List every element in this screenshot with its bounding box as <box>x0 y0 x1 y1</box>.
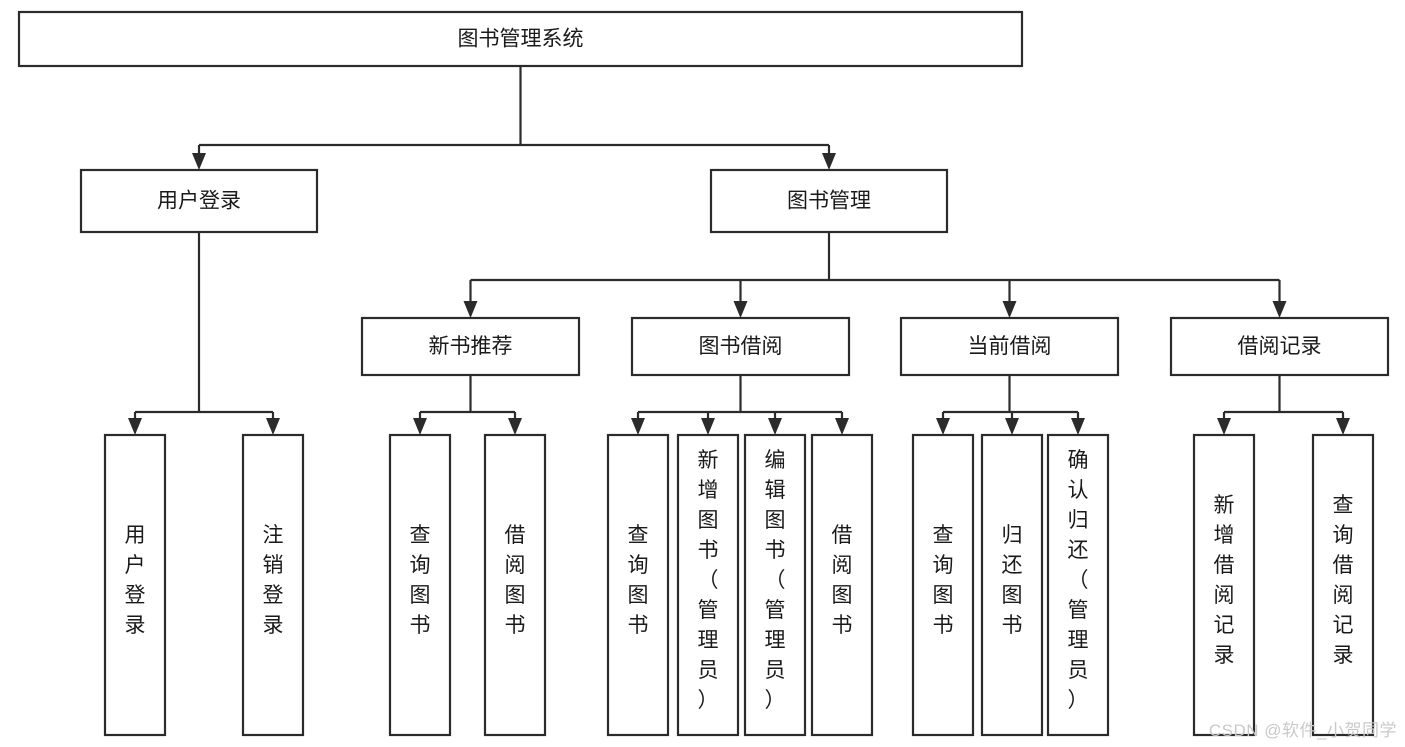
node-leaf-1[interactable] <box>241 433 305 737</box>
arrow-head-icon <box>413 418 427 435</box>
node-leaf-0[interactable] <box>103 433 167 737</box>
node-leaf-2[interactable] <box>388 433 452 737</box>
node-layer: 图书管理系统用户登录图书管理新书推荐图书借阅当前借阅借阅记录用户登录注销登录查询… <box>17 10 1390 737</box>
arrow-head-icon <box>835 418 849 435</box>
arrow-head-icon <box>128 418 142 435</box>
node-level2-label-0: 用户登录 <box>157 190 241 213</box>
node-level3-2[interactable] <box>899 316 1120 377</box>
node-leaf-7[interactable] <box>810 433 874 737</box>
node-level3-1[interactable] <box>630 316 851 377</box>
arrow-head-icon <box>1002 301 1017 318</box>
arrow-head-icon <box>266 418 280 435</box>
node-leaf-label-1: 注销登录 <box>263 524 284 637</box>
node-leaf-12[interactable] <box>1311 433 1375 737</box>
node-leaf-10[interactable] <box>1046 433 1110 737</box>
arrow-head-icon <box>701 418 715 435</box>
arrow-head-icon <box>733 301 748 318</box>
node-leaf-3[interactable] <box>483 433 547 737</box>
connector-layer <box>128 66 1350 435</box>
arrow-head-icon <box>1071 418 1085 435</box>
node-level3-label-2: 当前借阅 <box>968 335 1052 358</box>
arrow-head-icon <box>1336 418 1350 435</box>
node-level2-1[interactable] <box>709 168 949 234</box>
node-leaf-label-8: 查询图书 <box>933 524 954 637</box>
arrow-head-icon <box>631 418 645 435</box>
node-root-label: 图书管理系统 <box>458 28 584 51</box>
node-level3-label-0: 新书推荐 <box>429 335 513 358</box>
arrow-head-icon <box>1005 418 1019 435</box>
node-leaf-label-2: 查询图书 <box>410 524 431 637</box>
node-leaf-label-6: 编辑图书（管理员） <box>765 449 786 712</box>
arrow-head-icon <box>463 301 478 318</box>
arrow-head-icon <box>768 418 782 435</box>
node-leaf-label-10: 确认归还（管理员） <box>1068 449 1089 712</box>
arrow-head-icon <box>936 418 950 435</box>
node-leaf-11[interactable] <box>1192 433 1256 737</box>
node-level2-label-1: 图书管理 <box>787 190 871 213</box>
arrow-head-icon <box>508 418 522 435</box>
node-level3-label-1: 图书借阅 <box>699 335 783 358</box>
node-level3-label-3: 借阅记录 <box>1238 335 1322 358</box>
arrow-head-icon <box>822 153 836 170</box>
node-root-图书管理系统[interactable] <box>17 10 1024 68</box>
node-leaf-label-11: 新增借阅记录 <box>1214 494 1235 667</box>
arrow-head-icon <box>192 153 206 170</box>
node-leaf-5[interactable] <box>676 433 740 737</box>
node-leaf-6[interactable] <box>743 433 807 737</box>
node-leaf-label-4: 查询图书 <box>628 524 649 637</box>
node-level3-3[interactable] <box>1169 316 1390 377</box>
node-leaf-label-3: 借阅图书 <box>505 524 526 637</box>
node-leaf-label-7: 借阅图书 <box>832 524 853 637</box>
node-leaf-label-12: 查询借阅记录 <box>1333 494 1354 667</box>
arrow-head-icon <box>1272 301 1287 318</box>
node-leaf-8[interactable] <box>911 433 975 737</box>
node-leaf-label-0: 用户登录 <box>125 524 146 637</box>
node-leaf-9[interactable] <box>980 433 1044 737</box>
node-level3-0[interactable] <box>360 316 581 377</box>
node-leaf-label-5: 新增图书（管理员） <box>698 449 719 712</box>
node-leaf-4[interactable] <box>606 433 670 737</box>
node-leaf-label-9: 归还图书 <box>1002 524 1023 637</box>
arrow-head-icon <box>1217 418 1231 435</box>
node-level2-0[interactable] <box>79 168 319 234</box>
